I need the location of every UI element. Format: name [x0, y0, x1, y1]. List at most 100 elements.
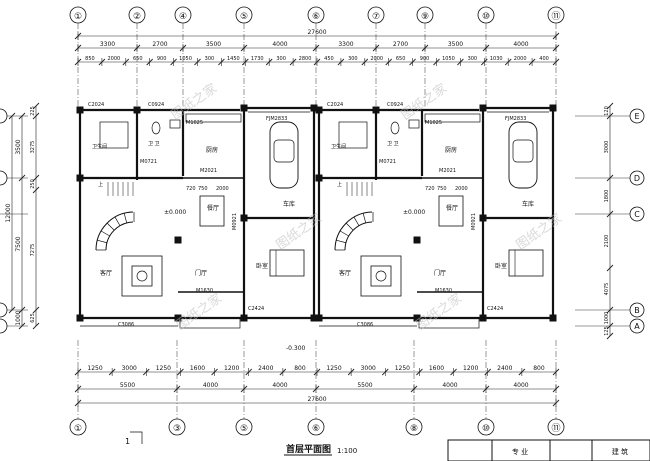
column [133, 106, 141, 114]
dim-right-tick [606, 102, 614, 110]
window-tag: C3086 [357, 322, 373, 328]
section-marker: 1 [125, 437, 130, 446]
column [549, 314, 557, 322]
dim-tag: 750 [437, 186, 447, 192]
axis-label-right: C [634, 210, 640, 219]
dim-bottom-total-label: 27600 [307, 396, 326, 403]
car-cabin [273, 139, 295, 163]
dim-left-inner-tick [32, 306, 40, 314]
dim-top-row2-label: 2800 [299, 56, 312, 62]
washbasin [169, 119, 181, 129]
dim-left-inner-tick [32, 186, 40, 194]
column [240, 104, 248, 112]
door-tag: M1025 [425, 120, 442, 126]
dim-top-row1-label: 4000 [272, 41, 287, 48]
dim-left-inner-tick [32, 102, 40, 110]
fixtures [80, 111, 549, 329]
dim-bottom-row1-label: 800 [294, 365, 306, 372]
dim-bottom-row1-label: 800 [533, 365, 545, 372]
entry-step [179, 317, 241, 329]
dim-bottom-row1-label: 3000 [361, 365, 376, 372]
room-label-bedroom-small: 卫生间 [92, 143, 107, 150]
axis-bubble-left [0, 318, 8, 334]
door-tag: M2021 [439, 168, 456, 174]
dim-bottom-row2-label: 4000 [442, 382, 457, 389]
dim-top-row2-label: 450 [324, 56, 334, 62]
dim-left-total-label: 12000 [5, 203, 12, 222]
room-label-bedroom-small: 卫生间 [331, 143, 346, 150]
watermark-text: 图纸之家 [168, 80, 220, 123]
door-tag: M0921 [232, 213, 238, 230]
axis-label-bottom: ⑤ [240, 424, 248, 434]
dim-bottom-row1-label: 1200 [224, 365, 239, 372]
dim-right-tick [606, 322, 614, 330]
column [315, 106, 323, 114]
spiral-stair [334, 211, 373, 251]
column [479, 104, 487, 112]
dim-left-inner-label: 625 [30, 313, 36, 323]
stair-tread [336, 239, 347, 244]
spiral-stair [95, 211, 134, 251]
column [479, 314, 487, 322]
dim-top-row2-label: 300 [468, 56, 478, 62]
room-label-garage: 车库 [522, 200, 534, 208]
dim-top-row2-label: 2000 [514, 56, 527, 62]
axis-bubble-left [0, 302, 8, 318]
dim-tag: 720 [186, 186, 196, 192]
axis-label-top: ⑤ [240, 12, 248, 22]
dining-table [438, 195, 464, 227]
dim-left-total-tick [8, 112, 16, 120]
dim-right-label: 3000 [604, 141, 610, 154]
door-tag: M1630 [435, 288, 452, 294]
dim-top-row2-label: 900 [420, 56, 430, 62]
dim-bottom-row1-label: 1250 [395, 365, 410, 372]
axis-label-right: A [634, 322, 640, 331]
window-tag: C2024 [327, 102, 343, 108]
window-tag: C2024 [88, 102, 104, 108]
axis-label-right: D [634, 174, 640, 183]
toilet [390, 121, 400, 135]
dining-table [199, 195, 225, 227]
watermark-text: 图纸之家 [173, 290, 225, 333]
axis-label-top: ④ [179, 12, 187, 22]
column [315, 174, 323, 182]
coffee-table [370, 265, 392, 287]
table-decor [136, 270, 148, 282]
room-label-wc: 卫 卫 [148, 141, 160, 147]
dim-top-row2-label: 1730 [251, 56, 264, 62]
car-cabin [512, 139, 534, 163]
dim-top-row2-label: 1050 [179, 56, 192, 62]
washbasin [408, 119, 420, 129]
walls [76, 104, 557, 322]
dim-right-tick [606, 332, 614, 340]
dim-top-row2-label: 400 [539, 56, 549, 62]
axis-label-top: ⑥ [312, 12, 320, 22]
dim-top-row2-label: 300 [205, 56, 215, 62]
dim-bottom-row1-label: 1250 [87, 365, 102, 372]
dim-left-inner-label: 225 [30, 106, 36, 116]
dim-bottom-row2-label: 4000 [203, 382, 218, 389]
axis-label-top: ⑨ [421, 12, 429, 22]
dim-right-tick [606, 112, 614, 120]
column [76, 106, 84, 114]
dim-left-inner-tick [32, 112, 40, 120]
column [315, 314, 323, 322]
door-tag: M1630 [196, 288, 213, 294]
elevation-label: ±0.000 [164, 209, 186, 216]
door-tag: FJM2833 [266, 116, 287, 122]
stair-up-label: 上 [98, 181, 103, 188]
window-tag: C0924 [387, 102, 403, 108]
dim-bottom-row1-label: 1250 [326, 365, 341, 372]
dim-right-tick [606, 264, 614, 272]
room-label-bedroom: 卧室 [256, 262, 268, 270]
column [240, 214, 248, 222]
axis-bubble-left [0, 170, 8, 186]
dim-top-row2-label: 1450 [227, 56, 240, 62]
room-label-hall: 门厅 [434, 269, 446, 277]
stair-tread [339, 230, 349, 237]
dim-right-tick [606, 306, 614, 314]
